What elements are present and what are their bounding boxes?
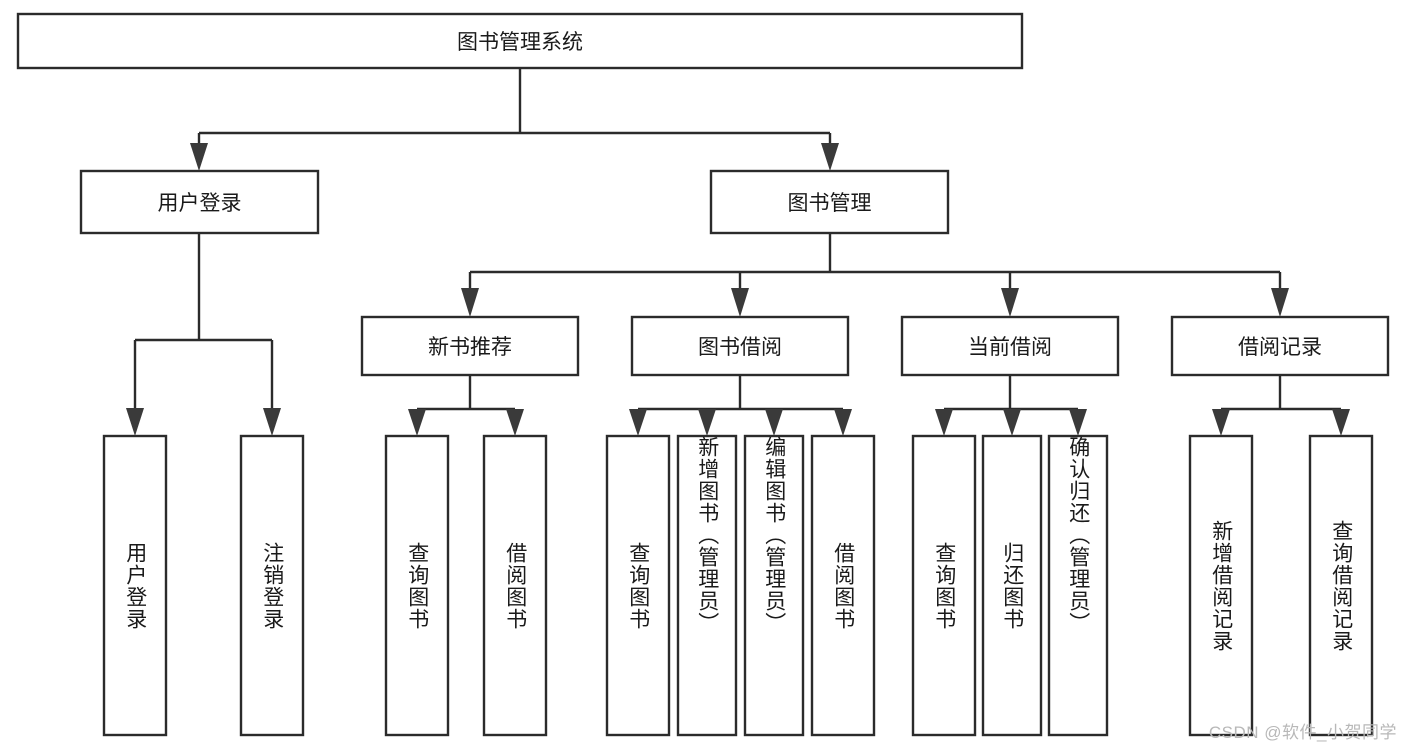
leaf-box-book-borrow-1[interactable] [676,434,738,737]
leaf-box-current-borrow-2[interactable] [1047,434,1109,737]
node-box-borrow-record[interactable] [1170,315,1390,377]
node-box-current-borrow[interactable] [900,315,1120,377]
arrow-head-borrow-record [1271,288,1289,317]
arrow-head-current-borrow [1001,288,1019,317]
arrow-head-leaf-user-login-0 [126,408,144,436]
arrow-head-leaf-new-book-0 [408,409,426,436]
arrow-head-leaf-current-borrow-1 [1003,409,1021,436]
arrow-head-leaf-borrow-record-0 [1212,409,1230,436]
arrow-head-book-borrow [731,288,749,317]
leaf-box-borrow-record-1[interactable] [1308,434,1374,737]
node-box-book-management[interactable] [709,169,950,235]
arrow-head-leaf-book-borrow-0 [629,409,647,436]
node-box-user-login[interactable] [79,169,320,235]
node-box-new-book-recommend[interactable] [360,315,580,377]
arrow-head-book-management [821,143,839,171]
arrow-head-leaf-book-borrow-3 [834,409,852,436]
arrow-head-leaf-current-borrow-2 [1069,409,1087,436]
leaf-box-current-borrow-1[interactable] [981,434,1043,737]
arrow-head-leaf-borrow-record-1 [1332,409,1350,436]
arrow-head-leaf-book-borrow-1 [698,409,716,436]
node-box-root[interactable] [16,12,1024,70]
leaf-box-user-login-0[interactable] [102,434,168,737]
arrow-head-leaf-new-book-1 [506,409,524,436]
csdn-watermark: CSDN @软件_小贺同学 [1208,723,1397,742]
leaf-box-book-borrow-2[interactable] [743,434,805,737]
node-box-book-borrow[interactable] [630,315,850,377]
arrow-head-leaf-user-login-1 [263,408,281,436]
leaf-box-new-book-0[interactable] [384,434,450,737]
leaf-box-user-login-1[interactable] [239,434,305,737]
leaf-box-book-borrow-3[interactable] [810,434,876,737]
arrow-head-user-login [190,143,208,171]
leaf-box-current-borrow-0[interactable] [911,434,977,737]
arrow-head-leaf-current-borrow-0 [935,409,953,436]
leaf-box-new-book-1[interactable] [482,434,548,737]
leaf-box-borrow-record-0[interactable] [1188,434,1254,737]
leaf-box-book-borrow-0[interactable] [605,434,671,737]
arrow-head-leaf-book-borrow-2 [765,409,783,436]
arrow-head-new-book-recommend [461,288,479,317]
